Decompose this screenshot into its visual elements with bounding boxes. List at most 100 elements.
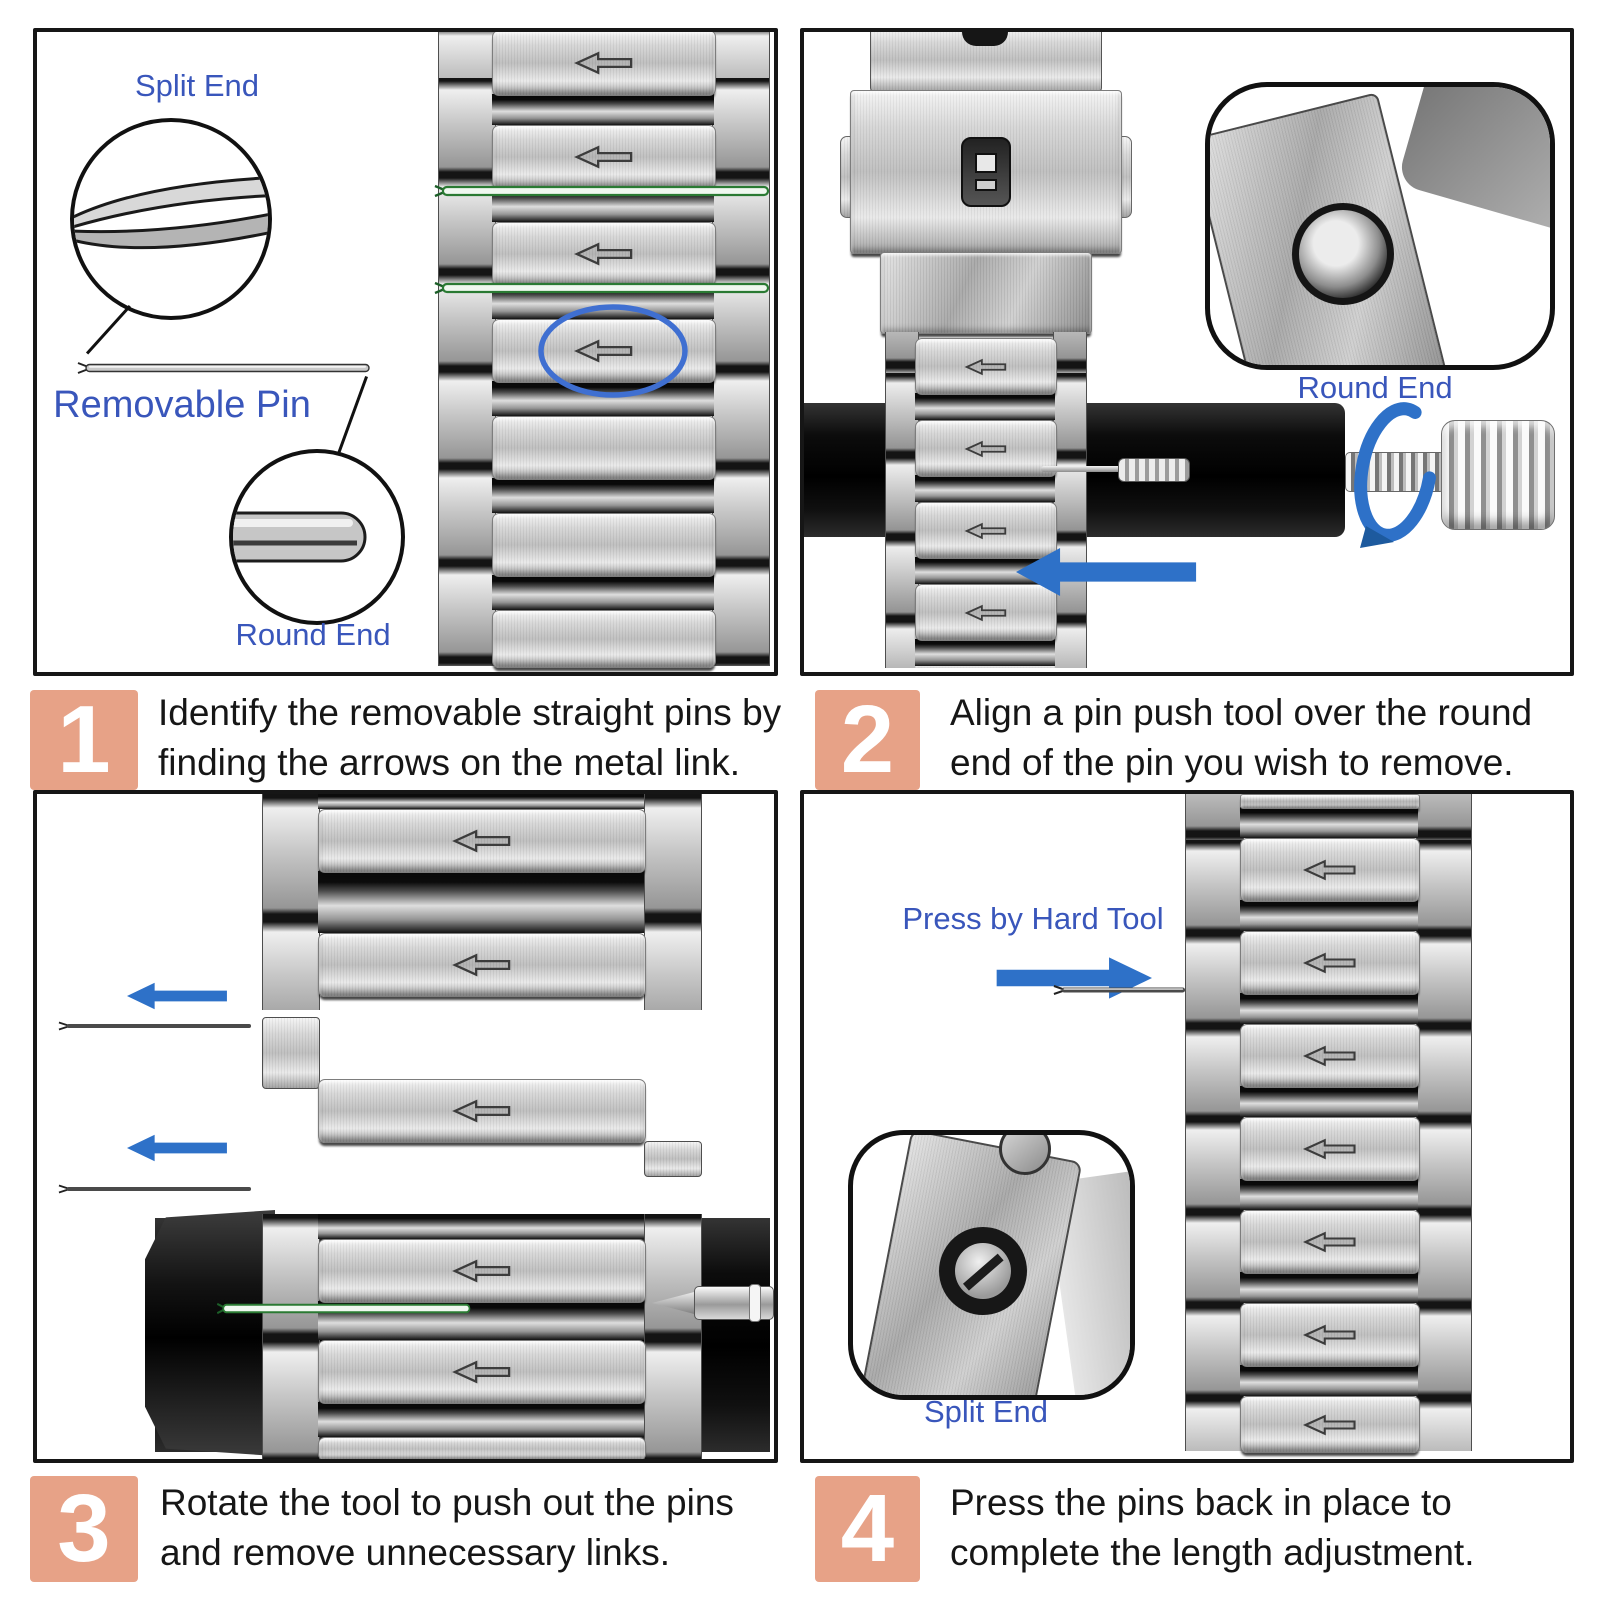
- clasp-buckle-body: [850, 90, 1122, 254]
- split-end-closeup-callout: [848, 1130, 1135, 1400]
- band-link-plate: [1240, 1024, 1420, 1088]
- band-link-gap: [1240, 807, 1418, 838]
- split-pin-closeup-icon: [74, 176, 268, 250]
- press-by-hard-tool-label: Press by Hard Tool: [902, 901, 1164, 936]
- pin-push-tool-hex-end: [145, 1210, 275, 1456]
- band-link-gap: [915, 475, 1055, 502]
- engraved-left-arrow-icon: [1302, 859, 1356, 881]
- step2-caption: Align a pin push tool over the round end…: [950, 688, 1532, 788]
- band-link-plate: [492, 32, 716, 96]
- step4-caption-line1: Press the pins back in place to: [950, 1482, 1452, 1523]
- band-link-plate: [1240, 1210, 1420, 1274]
- round-end-label: Round End: [235, 617, 391, 652]
- removable-pin-label: Removable Pin: [53, 384, 311, 426]
- engraved-left-arrow-icon: [452, 953, 511, 977]
- engraved-left-arrow-icon: [964, 604, 1007, 621]
- step2-caption-line2: end of the pin you wish to remove.: [950, 742, 1514, 783]
- pusher-collet: [1118, 458, 1190, 482]
- step2-caption-line1: Align a pin push tool over the round: [950, 692, 1533, 733]
- detached-link-plate: [318, 1079, 646, 1143]
- step1-caption-line1: Identify the removable straight pins by: [158, 692, 782, 733]
- link-closeup-upper-piece: [1396, 87, 1550, 236]
- band-link-plate: [492, 416, 716, 480]
- pin-out-direction-arrow-icon: [127, 982, 227, 1010]
- band-link-plate: [915, 502, 1057, 559]
- engraved-left-arrow-icon: [1302, 952, 1356, 974]
- round-pin-closeup-icon: [233, 511, 367, 563]
- split-pin-slot: [962, 1253, 1004, 1291]
- split-end-label: Split End: [134, 68, 260, 103]
- band-side-links: [262, 794, 320, 1010]
- detached-link-tab: [262, 1017, 320, 1089]
- engraved-left-arrow-icon: [1302, 1138, 1356, 1160]
- band-link-plate: [915, 666, 1055, 668]
- watch-band: [434, 32, 770, 668]
- step1-number-badge: 1: [30, 690, 138, 790]
- green-highlight-pin-icon: [434, 184, 770, 198]
- engraved-left-arrow-icon: [452, 1360, 511, 1384]
- step3-caption: Rotate the tool to push out the pins and…: [160, 1478, 734, 1578]
- split-end-label: Split End: [923, 1394, 1049, 1429]
- split-end-leader-line: [85, 304, 131, 355]
- split-pin-face: [950, 1238, 1016, 1304]
- link-closeup-pin-end: [999, 1135, 1051, 1175]
- step4-number: 4: [840, 1475, 895, 1582]
- band-link-plate: [492, 125, 716, 189]
- band-link-gap: [1240, 1272, 1418, 1303]
- panel-step3-illustration: [33, 790, 778, 1463]
- engraved-left-arrow-icon: [964, 440, 1007, 457]
- band-link-gap: [318, 871, 644, 933]
- engraved-left-arrow-icon: [964, 522, 1007, 539]
- band-side-links: [1053, 332, 1087, 668]
- step1-caption: Identify the removable straight pins by …: [158, 688, 781, 788]
- clasp-window: [961, 137, 1011, 207]
- engraved-left-arrow-icon: [1302, 1414, 1356, 1435]
- step2-number-badge: 2: [815, 690, 920, 790]
- band-side-links: [262, 1214, 320, 1459]
- band-link-plate: [915, 338, 1057, 395]
- band-link-gap: [1240, 993, 1418, 1024]
- push-direction-arrow-icon: [1016, 548, 1197, 596]
- band-link-gap: [915, 639, 1055, 666]
- band-link-gap: [318, 1402, 644, 1437]
- band-link-gap: [1240, 1365, 1418, 1396]
- band-link-plate: [318, 933, 646, 997]
- band-side-links: [644, 1214, 702, 1459]
- removed-pin-icon: [58, 1184, 252, 1194]
- round-pin-hole-icon: [1292, 203, 1394, 305]
- engraved-left-arrow-icon: [1302, 1231, 1356, 1253]
- step4-caption: Press the pins back in place to complete…: [950, 1478, 1475, 1578]
- pusher-needle: [1041, 466, 1121, 472]
- pusher-rod-ring: [749, 1284, 761, 1322]
- band-link-plate: [318, 1340, 646, 1404]
- step1-caption-line2: finding the arrows on the metal link.: [158, 742, 741, 783]
- band-link-plate: [1240, 794, 1420, 809]
- band-link-gap: [318, 794, 644, 809]
- press-direction-arrow-icon: [996, 957, 1152, 999]
- tool-knurled-knob: [1441, 420, 1555, 530]
- band-link-gap: [1240, 1086, 1418, 1117]
- clasp-top-notch: [962, 32, 1008, 46]
- engraved-left-arrow-icon: [1302, 1324, 1356, 1346]
- band-link-plate: [1240, 931, 1420, 995]
- pin-out-direction-arrow-icon: [127, 1134, 227, 1162]
- band-side-links: [885, 332, 919, 668]
- step4-number-badge: 4: [815, 1476, 920, 1582]
- round-end-label: Round End: [1297, 370, 1453, 405]
- watch-band: [1185, 794, 1472, 1453]
- step2-number: 2: [840, 686, 895, 793]
- band-link-gap: [492, 575, 714, 610]
- band-link-gap: [492, 94, 714, 125]
- band-link-gap: [915, 393, 1055, 420]
- band-link-gap: [1240, 900, 1418, 931]
- band-link-gap: [492, 381, 714, 416]
- pin-to-press-icon: [1053, 985, 1186, 995]
- removable-pin-icon: [77, 362, 370, 374]
- detached-link-tab: [644, 1141, 702, 1177]
- engraved-left-arrow-icon: [574, 145, 633, 169]
- step4-caption-line2: complete the length adjustment.: [950, 1532, 1475, 1573]
- panel-step2-illustration: Round End: [800, 28, 1574, 676]
- clasp-lower-flap: [880, 252, 1092, 334]
- round-end-leader-line: [335, 375, 368, 460]
